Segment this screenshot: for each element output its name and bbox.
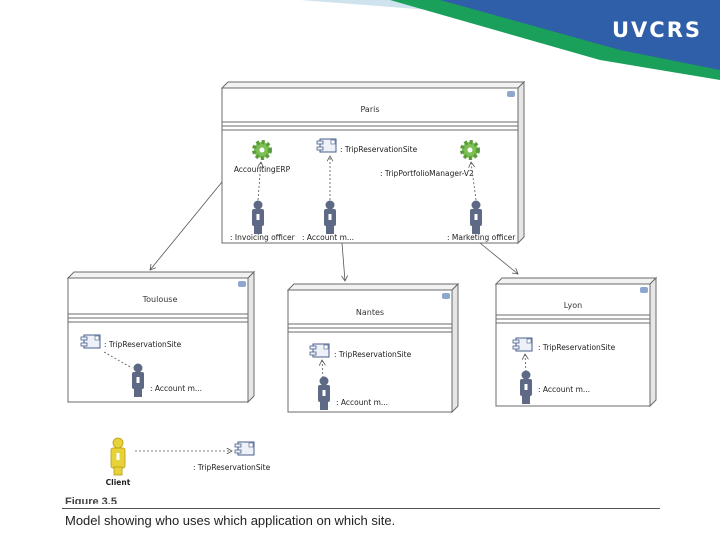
- component-icon: [234, 441, 255, 456]
- label-trip-site: : TripReservationSite: [193, 463, 271, 472]
- logo: UVCRS: [612, 18, 703, 42]
- node-title-lyon: Lyon: [564, 301, 582, 310]
- client-actor: [110, 437, 126, 476]
- node-icon: [238, 281, 246, 287]
- label-trip-site: : TripReservationSite: [340, 145, 418, 154]
- label-portfolio-manager: : TripPortfolioManager-V2: [380, 169, 474, 178]
- link-paris-lyon: [479, 242, 518, 274]
- component-icon: [309, 343, 330, 358]
- label-client: Client: [106, 478, 131, 487]
- caption-divider: [62, 508, 660, 509]
- node-title-paris: Paris: [360, 105, 379, 114]
- link-paris-toulouse: [150, 181, 223, 270]
- label-account-manager: : Account m...: [302, 233, 354, 242]
- component-icon: [80, 334, 101, 349]
- label-marketing-officer: : Marketing officer: [447, 233, 516, 242]
- figure-caption: Model showing who uses which application…: [65, 513, 396, 528]
- node-icon: [442, 293, 450, 299]
- component-icon: [316, 138, 337, 153]
- label-account-manager: : Account m...: [538, 385, 590, 394]
- gear-icon: [460, 140, 480, 160]
- node-title-nantes: Nantes: [356, 308, 384, 317]
- label-account-manager: : Account m...: [150, 384, 202, 393]
- component-icon: [512, 337, 533, 352]
- link-paris-nantes: [342, 242, 345, 281]
- node-nantes[interactable]: [286, 282, 460, 414]
- node-icon: [507, 91, 515, 97]
- label-account-manager: : Account m...: [336, 398, 388, 407]
- label-trip-site: : TripReservationSite: [538, 343, 616, 352]
- figure-number: Figure 3.5: [65, 497, 117, 504]
- header-banner: [300, 0, 720, 80]
- label-trip-site: : TripReservationSite: [104, 340, 182, 349]
- label-accounting-erp: AccountingERP: [234, 165, 291, 174]
- label-trip-site: : TripReservationSite: [334, 350, 412, 359]
- gear-icon: [252, 140, 272, 160]
- node-icon: [640, 287, 648, 293]
- node-title-toulouse: Toulouse: [142, 295, 178, 304]
- label-invoicing-officer: : Invoicing officer: [230, 233, 296, 242]
- banner-blue-stripe: [440, 0, 720, 70]
